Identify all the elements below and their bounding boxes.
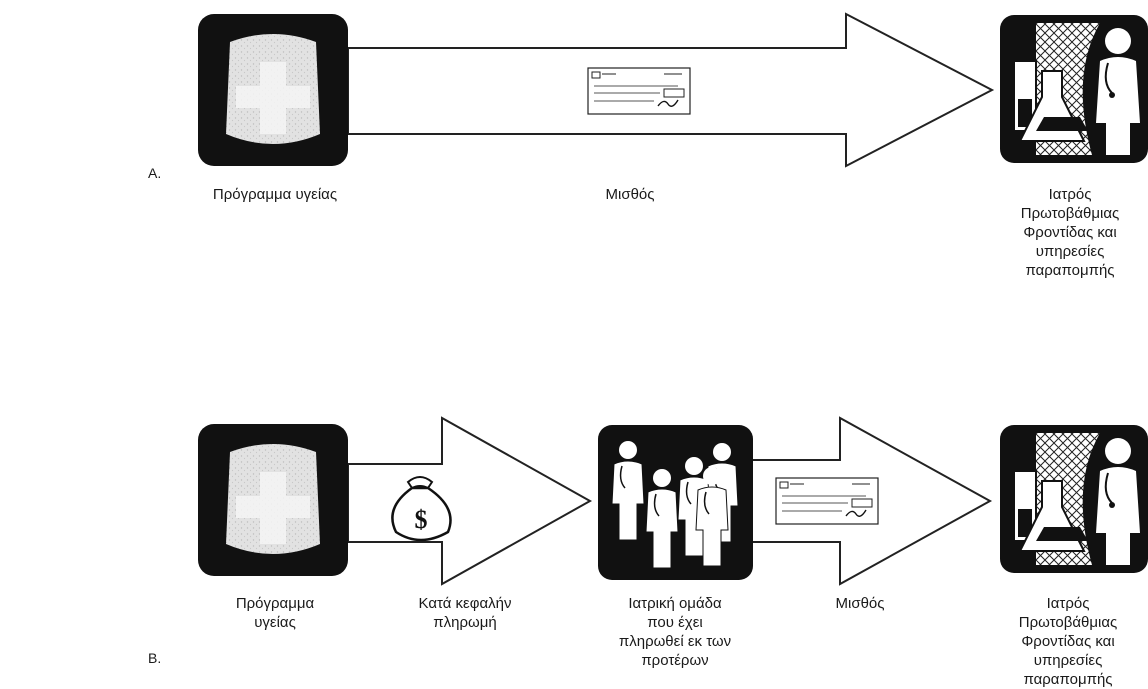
cheque-icon <box>587 67 691 115</box>
money-bag-icon: $ <box>391 476 452 542</box>
primary-care-doctor-icon <box>999 14 1148 164</box>
capitation-payment-label: Κατά κεφαλήν πληρωμή <box>418 595 512 631</box>
health-plan-label: Πρόγραμμα υγείας <box>235 595 315 631</box>
salary-label: Μισθός <box>605 186 655 203</box>
capitation-arrow <box>347 416 593 586</box>
salary-label: Μισθός <box>835 595 885 612</box>
medical-group-icon <box>598 425 753 580</box>
row-a <box>198 12 1148 168</box>
health-plan-label: Πρόγραμμα υγείας <box>212 186 338 203</box>
prepaid-medical-group-label: Ιατρική ομάδα που έχει πληρωθεί εκ των π… <box>618 595 732 669</box>
health-plan-icon <box>198 424 348 576</box>
primary-care-doctor-label: Ιατρός Πρωτοβάθμιας Φροντίδας και υπηρεσ… <box>1020 186 1120 279</box>
row-b-letter: B. <box>148 650 162 666</box>
primary-care-doctor-label: Ιατρός Πρωτοβάθμιας Φροντίδας και υπηρεσ… <box>1018 595 1118 688</box>
primary-care-doctor-icon <box>999 424 1148 574</box>
health-plan-icon <box>198 14 348 166</box>
dollar-sign: $ <box>415 505 428 534</box>
cheque-icon <box>775 477 879 525</box>
row-a-letter: A. <box>148 165 162 181</box>
row-b: $ <box>198 416 1148 586</box>
